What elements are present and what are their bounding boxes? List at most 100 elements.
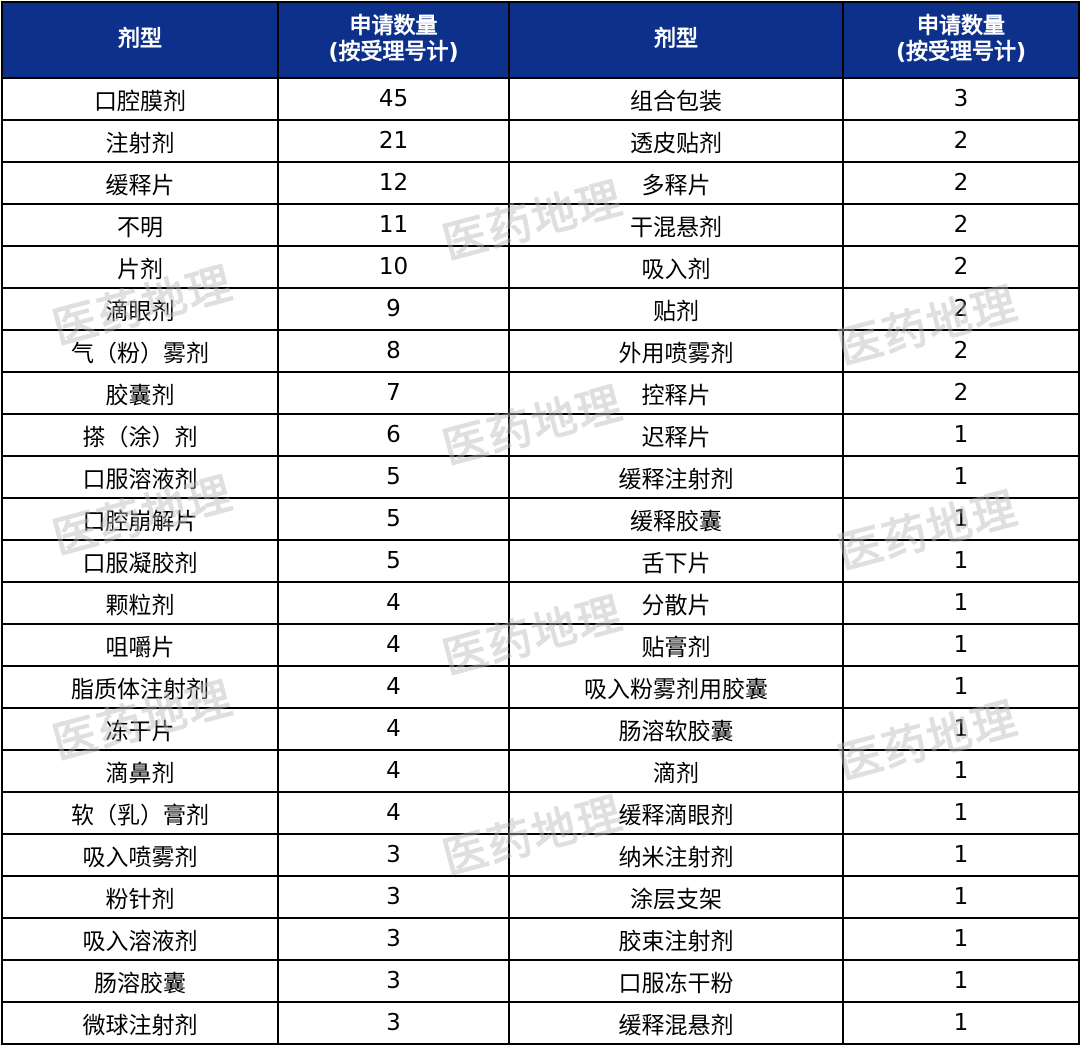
right-count-cell: 1 — [842, 791, 1080, 835]
left-type-cell: 吸入喷雾剂 — [1, 833, 279, 877]
right-type-cell: 透皮贴剂 — [508, 119, 844, 163]
left-count-cell: 7 — [277, 371, 510, 415]
right-count-cell: 2 — [842, 287, 1080, 331]
left-count-cell: 5 — [277, 455, 510, 499]
header-count-right: 申请数量(按受理号计) — [842, 1, 1080, 79]
right-count-cell: 1 — [842, 917, 1080, 961]
left-type-cell: 片剂 — [1, 245, 279, 289]
right-count-cell: 1 — [842, 665, 1080, 709]
left-count-cell: 11 — [277, 203, 510, 247]
right-type-cell: 缓释滴眼剂 — [508, 791, 844, 835]
right-count-cell: 2 — [842, 245, 1080, 289]
right-type-cell: 控释片 — [508, 371, 844, 415]
right-count-cell: 2 — [842, 161, 1080, 205]
right-count-cell: 2 — [842, 203, 1080, 247]
left-type-cell: 胶囊剂 — [1, 371, 279, 415]
right-count-cell: 1 — [842, 413, 1080, 457]
left-count-cell: 45 — [277, 77, 510, 121]
left-type-cell: 咀嚼片 — [1, 623, 279, 667]
right-type-cell: 纳米注射剂 — [508, 833, 844, 877]
left-type-cell: 肠溶胶囊 — [1, 959, 279, 1003]
left-count-cell: 4 — [277, 623, 510, 667]
right-type-cell: 缓释注射剂 — [508, 455, 844, 499]
left-type-cell: 冻干片 — [1, 707, 279, 751]
right-count-cell: 1 — [842, 1001, 1080, 1045]
left-type-cell: 脂质体注射剂 — [1, 665, 279, 709]
left-count-cell: 4 — [277, 581, 510, 625]
left-count-cell: 21 — [277, 119, 510, 163]
right-count-cell: 1 — [842, 959, 1080, 1003]
right-type-cell: 多释片 — [508, 161, 844, 205]
right-type-cell: 干混悬剂 — [508, 203, 844, 247]
left-count-cell: 4 — [277, 749, 510, 793]
left-count-cell: 3 — [277, 959, 510, 1003]
right-count-cell: 2 — [842, 119, 1080, 163]
left-type-cell: 缓释片 — [1, 161, 279, 205]
right-type-cell: 涂层支架 — [508, 875, 844, 919]
left-count-cell: 9 — [277, 287, 510, 331]
right-type-cell: 肠溶软胶囊 — [508, 707, 844, 751]
header-type-left: 剂型 — [1, 1, 279, 79]
right-type-cell: 胶束注射剂 — [508, 917, 844, 961]
header-type-right: 剂型 — [508, 1, 844, 79]
header-count-left: 申请数量(按受理号计) — [277, 1, 510, 79]
right-type-cell: 滴剂 — [508, 749, 844, 793]
left-count-cell: 3 — [277, 875, 510, 919]
right-count-cell: 1 — [842, 749, 1080, 793]
left-type-cell: 滴眼剂 — [1, 287, 279, 331]
left-type-cell: 口腔崩解片 — [1, 497, 279, 541]
header-count-line2: (按受理号计) — [328, 40, 459, 65]
left-type-cell: 气（粉）雾剂 — [1, 329, 279, 373]
left-count-cell: 3 — [277, 917, 510, 961]
right-count-cell: 1 — [842, 875, 1080, 919]
right-type-cell: 舌下片 — [508, 539, 844, 583]
right-count-cell: 1 — [842, 497, 1080, 541]
right-type-cell: 吸入剂 — [508, 245, 844, 289]
left-count-cell: 3 — [277, 1001, 510, 1045]
right-type-cell: 迟释片 — [508, 413, 844, 457]
right-count-cell: 1 — [842, 539, 1080, 583]
left-count-cell: 5 — [277, 539, 510, 583]
right-count-cell: 1 — [842, 707, 1080, 751]
right-count-cell: 3 — [842, 77, 1080, 121]
left-count-cell: 3 — [277, 833, 510, 877]
left-type-cell: 粉针剂 — [1, 875, 279, 919]
header-count-line2: (按受理号计) — [895, 40, 1027, 65]
left-count-cell: 6 — [277, 413, 510, 457]
left-type-cell: 搽（涂）剂 — [1, 413, 279, 457]
right-type-cell: 缓释胶囊 — [508, 497, 844, 541]
left-type-cell: 微球注射剂 — [1, 1001, 279, 1045]
left-type-cell: 注射剂 — [1, 119, 279, 163]
left-type-cell: 口腔膜剂 — [1, 77, 279, 121]
right-count-cell: 1 — [842, 833, 1080, 877]
right-type-cell: 外用喷雾剂 — [508, 329, 844, 373]
left-count-cell: 4 — [277, 707, 510, 751]
right-count-cell: 2 — [842, 371, 1080, 415]
header-row: 剂型 申请数量(按受理号计) 剂型 申请数量(按受理号计) — [1, 1, 1080, 79]
left-type-cell: 口服溶液剂 — [1, 455, 279, 499]
left-count-cell: 4 — [277, 791, 510, 835]
left-type-cell: 滴鼻剂 — [1, 749, 279, 793]
left-type-cell: 口服凝胶剂 — [1, 539, 279, 583]
right-type-cell: 贴剂 — [508, 287, 844, 331]
left-count-cell: 4 — [277, 665, 510, 709]
